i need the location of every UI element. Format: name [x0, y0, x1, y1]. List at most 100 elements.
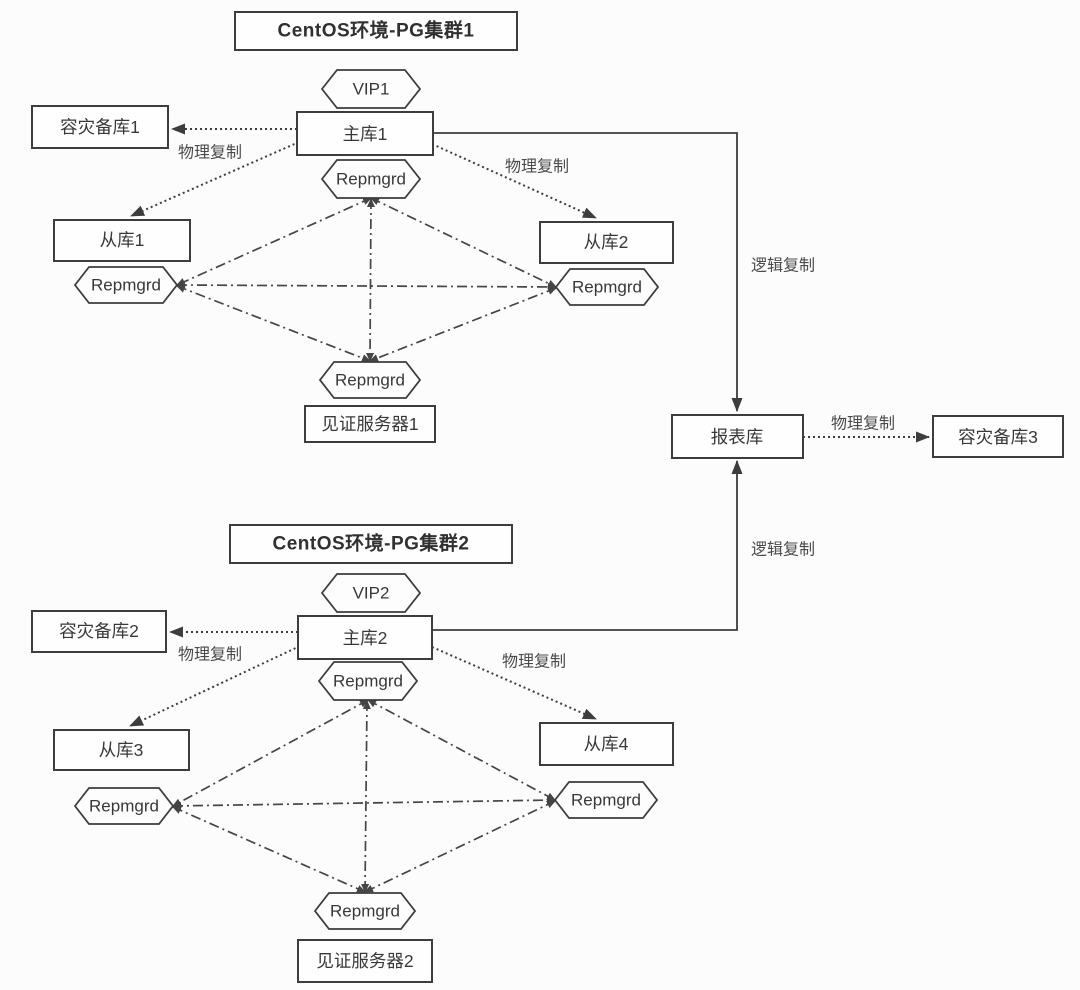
repmgrd-label: Repmgrd — [89, 797, 159, 816]
cluster1-edges — [130, 123, 743, 412]
repmgrd-node-standby1: Repmgrd — [73, 266, 179, 304]
vip1-node: VIP1 — [320, 69, 422, 109]
mesh-edge — [176, 197, 372, 286]
repmgrd-label: Repmgrd — [336, 170, 406, 189]
standby4-node: 从库4 — [539, 722, 674, 766]
repmgrd-label: Repmgrd — [572, 278, 642, 297]
repmgrd-label: Repmgrd — [333, 672, 403, 691]
vip2-label: VIP2 — [353, 584, 390, 603]
dr-backup3-node: 容灾备库3 — [932, 415, 1064, 458]
cluster1-title: CentOS环境-PG集群1 — [277, 19, 474, 42]
standby2-rect — [539, 221, 674, 264]
mesh-edge — [361, 700, 371, 893]
primary1-label: 主库1 — [343, 124, 388, 144]
cluster1-title-rect — [234, 11, 518, 51]
mesh-edge — [370, 197, 557, 288]
standby4-rect — [539, 722, 674, 766]
witness1-rect — [304, 405, 436, 443]
edge-logical-primary2-to-report — [432, 460, 743, 631]
dr-backup2-label: 容灾备库2 — [59, 621, 139, 641]
dr-backup1-rect — [31, 105, 169, 149]
standby3-node: 从库3 — [53, 729, 190, 771]
repmgrd-node-primary2: Repmgrd — [317, 661, 419, 701]
repmgrd-hexagon — [313, 892, 417, 930]
witness1-label: 见证服务器1 — [321, 414, 418, 434]
report-db-label: 报表库 — [711, 427, 764, 447]
dr-backup2-rect — [31, 610, 167, 653]
repmgrd-node-witness1: Repmgrd — [318, 361, 422, 399]
witness1-node: 见证服务器1 — [304, 405, 436, 443]
vip1-label: VIP1 — [353, 80, 390, 99]
dr-backup3-rect — [932, 415, 1064, 458]
repmgrd-node-standby3: Repmgrd — [73, 787, 175, 825]
physical-replication-label: 物理复制 — [178, 646, 242, 664]
repmgrd-hexagon — [553, 781, 659, 819]
standby1-node: 从库1 — [53, 219, 191, 262]
repmgrd-hexagon — [318, 361, 422, 399]
vip2-hexagon — [320, 573, 422, 613]
mesh-edge — [369, 287, 557, 362]
cluster1-title-box: CentOS环境-PG集群1 — [234, 11, 518, 51]
repmgrd-node-standby2: Repmgrd — [554, 268, 660, 306]
repmgrd-hexagon — [317, 661, 419, 701]
witness2-node: 见证服务器2 — [297, 939, 433, 983]
primary2-label: 主库2 — [343, 628, 388, 648]
standby1-label: 从库1 — [100, 230, 145, 250]
logical-replication-label: 逻辑复制 — [751, 541, 815, 559]
primary2-node: 主库2 — [297, 615, 433, 660]
primary1-rect — [296, 111, 434, 156]
standby1-rect — [53, 219, 191, 262]
logical-replication-label: 逻辑复制 — [751, 257, 815, 275]
dr-backup1-node: 容灾备库1 — [31, 105, 169, 149]
edge-physical-primary1-to-standby1 — [130, 141, 300, 217]
witness2-rect — [297, 939, 433, 983]
repmgrd-node-witness2: Repmgrd — [313, 892, 417, 930]
repmgrd-mesh-cluster1 — [176, 197, 557, 362]
mesh-edge — [172, 699, 369, 807]
repmgrd-label: Repmgrd — [571, 791, 641, 810]
dr-backup2-node: 容灾备库2 — [31, 610, 167, 653]
dr-backup1-label: 容灾备库1 — [60, 117, 140, 137]
cluster2-title-rect — [229, 524, 513, 564]
cluster2-edges — [129, 460, 743, 893]
repmgrd-label: Repmgrd — [330, 902, 400, 921]
repmgrd-hexagon — [554, 268, 660, 306]
witness2-label: 见证服务器2 — [316, 951, 413, 971]
mesh-edge — [176, 281, 557, 291]
cluster1: CentOS环境-PG集群1 VIP1 主库1 Repmgrd 容灾备库1 从库… — [31, 11, 674, 443]
physical-replication-label: 物理复制 — [505, 158, 569, 176]
primary1-node: 主库1 — [296, 111, 434, 156]
repmgrd-mesh-cluster2 — [172, 699, 556, 893]
standby2-node: 从库2 — [539, 221, 674, 264]
mesh-edge — [172, 796, 556, 810]
vip1-hexagon — [320, 69, 422, 109]
report-db-rect — [671, 414, 804, 459]
mesh-edge — [366, 198, 375, 362]
edge-physical-primary1-to-standby2 — [431, 143, 597, 219]
repmgrd-node-standby4: Repmgrd — [553, 781, 659, 819]
repmgrd-hexagon — [73, 266, 179, 304]
standby3-rect — [53, 729, 190, 771]
standby3-label: 从库3 — [99, 740, 144, 760]
cluster2: CentOS环境-PG集群2 VIP2 主库2 Repmgrd 容灾备库2 从库… — [31, 524, 674, 983]
physical-replication-label: 物理复制 — [178, 144, 242, 162]
mesh-edge — [367, 699, 556, 801]
edge-physical-primary2-to-standby3 — [129, 645, 301, 727]
repmgrd-label: Repmgrd — [335, 371, 405, 390]
repmgrd-node-primary1: Repmgrd — [320, 159, 422, 199]
mesh-edge — [176, 285, 371, 362]
standby4-label: 从库4 — [584, 734, 629, 754]
cluster2-title: CentOS环境-PG集群2 — [272, 532, 469, 555]
report-db-node: 报表库 — [671, 414, 804, 459]
mesh-edge — [364, 800, 556, 893]
repmgrd-hexagon — [73, 787, 175, 825]
physical-replication-label: 物理复制 — [831, 415, 895, 433]
vip2-node: VIP2 — [320, 573, 422, 613]
edge-logical-primary1-to-report — [433, 132, 743, 412]
dr-backup3-label: 容灾备库3 — [958, 427, 1038, 447]
standby2-label: 从库2 — [584, 232, 629, 252]
cluster2-title-box: CentOS环境-PG集群2 — [229, 524, 513, 564]
primary2-rect — [297, 615, 433, 660]
